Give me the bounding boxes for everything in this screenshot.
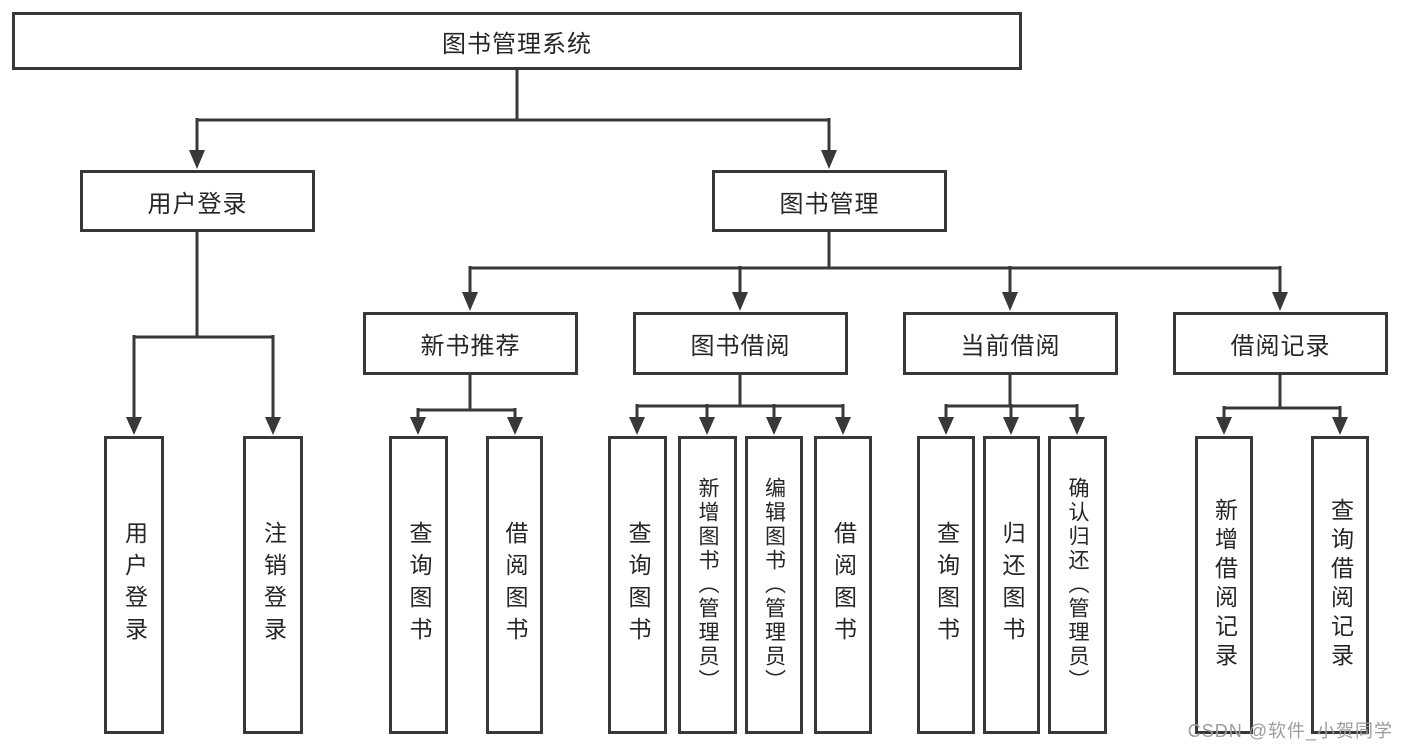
leaf-newbooks-borrow: 借阅图书 <box>486 436 543 734</box>
node-user-login-label: 用户登录 <box>147 190 248 218</box>
node-borrow-history-label: 借阅记录 <box>1230 333 1331 360</box>
leaf-current-return: 归还图书 <box>983 436 1040 734</box>
leaf-logout: 注销登录 <box>243 436 303 734</box>
node-root: 图书管理系统 <box>12 12 1022 70</box>
leaf-borrow-edit: 编辑图书（管理员） <box>745 436 803 734</box>
leaf-history-add: 新增借阅记录 <box>1195 436 1253 734</box>
node-root-label: 图书管理系统 <box>442 30 592 58</box>
leaf-newbooks-query: 查询图书 <box>389 436 448 734</box>
leaf-newbooks-query-label: 查询图书 <box>406 521 432 649</box>
leaf-history-query: 查询借阅记录 <box>1311 436 1369 734</box>
leaf-borrow-borrow-label: 借阅图书 <box>830 521 857 649</box>
leaf-current-confirm-label: 确认归还（管理员） <box>1066 477 1089 693</box>
node-current-borrow: 当前借阅 <box>903 312 1118 375</box>
leaf-user-login-label: 用户登录 <box>121 521 148 649</box>
leaf-current-return-label: 归还图书 <box>999 521 1025 649</box>
leaf-borrow-query: 查询图书 <box>608 436 667 734</box>
node-current-borrow-label: 当前借阅 <box>960 333 1061 360</box>
node-book-management: 图书管理 <box>712 170 947 232</box>
leaf-logout-label: 注销登录 <box>260 521 287 649</box>
node-book-borrow-label: 图书借阅 <box>690 333 791 360</box>
watermark: CSDN @软件_小贺同学 <box>1187 721 1393 741</box>
leaf-newbooks-borrow-label: 借阅图书 <box>502 521 528 649</box>
node-borrow-history: 借阅记录 <box>1173 312 1388 375</box>
leaf-current-confirm: 确认归还（管理员） <box>1048 436 1107 734</box>
leaf-history-query-label: 查询借阅记录 <box>1327 498 1354 672</box>
leaf-current-query-label: 查询图书 <box>933 521 960 649</box>
leaf-borrow-borrow: 借阅图书 <box>814 436 872 734</box>
node-new-books-label: 新书推荐 <box>420 333 521 360</box>
leaf-user-login: 用户登录 <box>104 436 164 734</box>
leaf-borrow-query-label: 查询图书 <box>625 521 651 649</box>
node-user-login: 用户登录 <box>80 170 315 232</box>
node-new-books: 新书推荐 <box>363 312 578 375</box>
leaf-borrow-edit-label: 编辑图书（管理员） <box>762 477 786 693</box>
node-book-borrow: 图书借阅 <box>633 312 848 375</box>
leaf-borrow-add-label: 新增图书（管理员） <box>696 477 719 693</box>
leaf-borrow-add: 新增图书（管理员） <box>678 436 737 734</box>
leaf-history-add-label: 新增借阅记录 <box>1211 498 1238 672</box>
leaf-current-query: 查询图书 <box>917 436 975 734</box>
node-book-management-label: 图书管理 <box>779 190 880 218</box>
